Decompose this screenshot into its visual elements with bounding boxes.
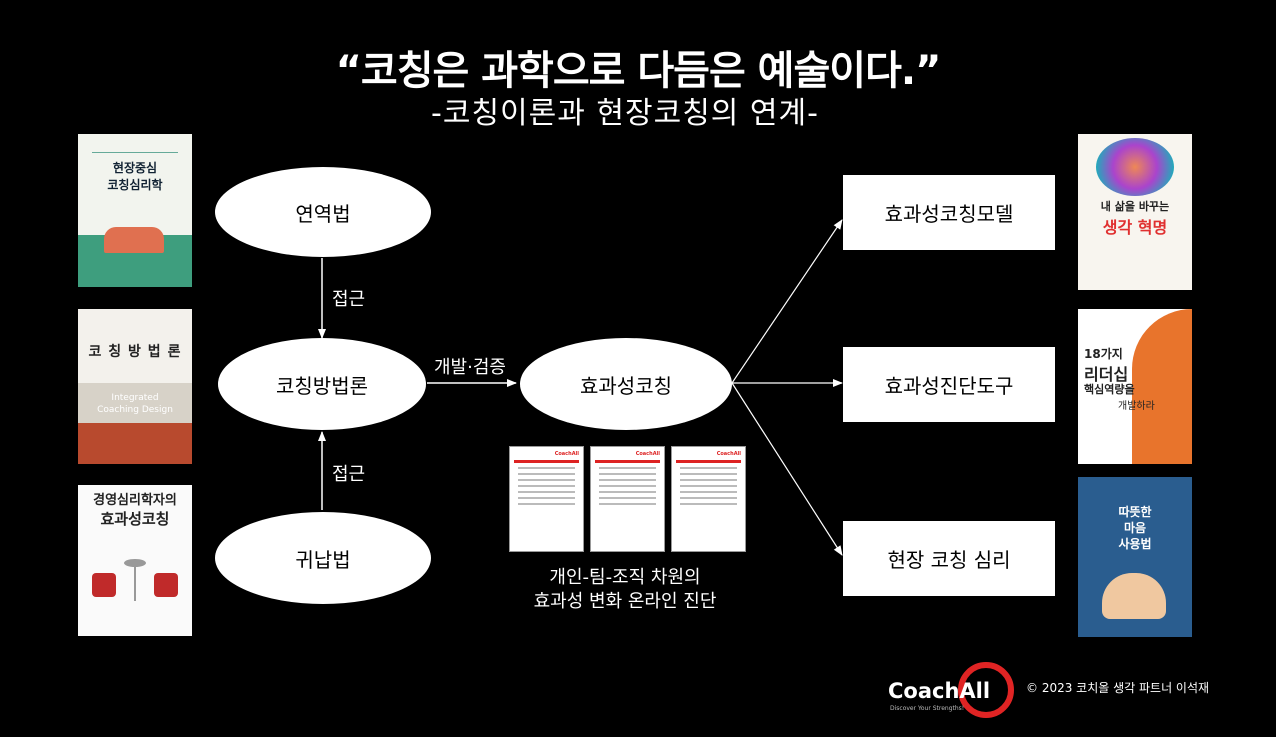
output-field-psychology: 현장 코칭 심리: [843, 521, 1055, 596]
book-title-line2: 코칭심리학: [107, 178, 163, 192]
report-thumbnail-individual: CoachAll: [509, 446, 584, 552]
book-title: 코 칭 방 법 론: [88, 344, 182, 360]
arrow-effective-to-model: [731, 219, 843, 384]
book-cover-coaching-methodology: 코 칭 방 법 론 Integrated Coaching Design: [78, 309, 192, 464]
book-cover-thought-revolution: 내 삶을 바꾸는 생각 혁명: [1078, 134, 1192, 290]
book-cover-warm-mind: 따뜻한 마음 사용법: [1078, 477, 1192, 637]
report-thumbnail-organization: CoachAll: [671, 446, 746, 552]
node-induction: 귀납법: [215, 512, 431, 604]
arrow-effective-to-psych: [731, 382, 843, 556]
book-title-line2: 생각 혁명: [1102, 218, 1168, 237]
book-title-line1: 18가지: [1084, 347, 1123, 361]
book-cover-leadership-competencies: 18가지 리더십 핵심역량을 개발하라: [1078, 309, 1192, 464]
diagnosis-caption: 개인-팀-조직 차원의 효과성 변화 온라인 진단: [500, 566, 750, 614]
report-logo: CoachAll: [635, 451, 660, 457]
node-methodology: 코칭방법론: [218, 338, 426, 430]
logo-wordmark: CoachAll: [888, 679, 990, 703]
output-diagnostic-tool: 효과성진단도구: [843, 347, 1055, 422]
book-title-line1: 따뜻한: [1118, 505, 1152, 519]
report-logo: CoachAll: [554, 451, 579, 457]
report-thumbnail-team: CoachAll: [590, 446, 665, 552]
page-title: “코칭은 과학으로 다듬은 예술이다.”: [335, 48, 942, 94]
logo-tagline: Discover Your Strengths!: [890, 705, 964, 712]
book-cover-field-coaching-psychology: 현장중심 코칭심리학: [78, 134, 192, 287]
book-subtitle-line1: Integrated: [111, 393, 159, 403]
book-title-line1: 내 삶을 바꾸는: [1100, 200, 1170, 213]
edge-label-develop-verify: 개발·검증: [434, 357, 506, 378]
book-title-line3: 사용법: [1118, 537, 1152, 551]
caption-line1: 개인-팀-조직 차원의: [549, 567, 701, 588]
book-title-line2: 마음: [1123, 521, 1147, 535]
node-deduction: 연역법: [215, 167, 431, 257]
book-title-line2: 효과성코칭: [100, 510, 170, 528]
book-title-line1: 경영심리학자의: [93, 493, 177, 508]
book-title-line2: 리더십: [1084, 365, 1129, 384]
book-cover-effectiveness-coaching: 경영심리학자의 효과성코칭: [78, 485, 192, 636]
book-title-line3: 핵심역량을: [1084, 383, 1135, 396]
copyright-text: © 2023 코치올 생각 파트너 이석재: [1026, 681, 1210, 695]
caption-line2: 효과성 변화 온라인 진단: [533, 591, 717, 612]
edge-label-approach-bottom: 접근: [332, 464, 366, 485]
edge-label-approach-top: 접근: [332, 289, 366, 310]
node-effective-coaching: 효과성코칭: [520, 338, 732, 430]
report-logo: CoachAll: [716, 451, 741, 457]
book-subtitle-line2: Coaching Design: [97, 405, 173, 415]
book-title-line1: 현장중심: [112, 161, 158, 175]
coachall-logo: CoachAll Discover Your Strengths!: [886, 660, 1020, 720]
output-effectiveness-model: 효과성코칭모델: [843, 175, 1055, 250]
book-title-line4: 개발하라: [1118, 401, 1155, 412]
page-subtitle: -코칭이론과 현장코칭의 연계-: [431, 96, 819, 131]
